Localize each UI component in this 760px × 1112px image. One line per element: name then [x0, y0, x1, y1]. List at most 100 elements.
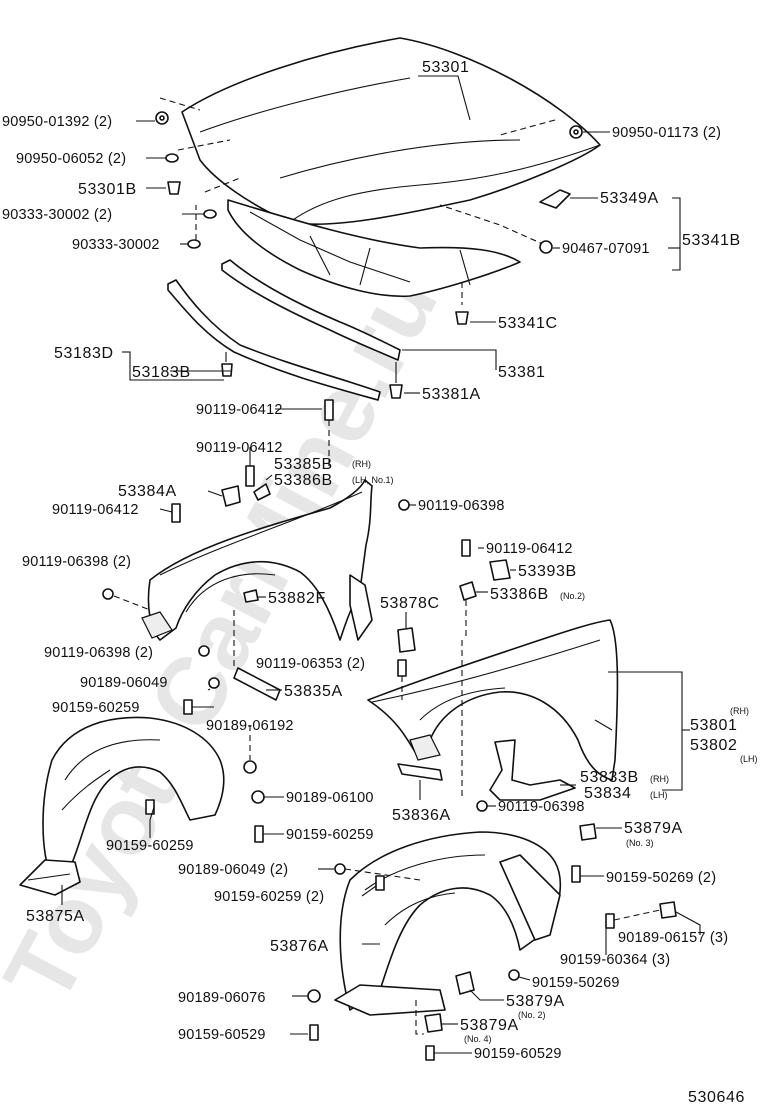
label-53875A: 53875A — [26, 908, 85, 925]
cushion-53341C — [455, 311, 469, 325]
bolt-90119-06412-a — [324, 399, 334, 421]
label-53882F: 53882F — [268, 590, 326, 607]
label-53385B: 53385B — [274, 456, 333, 473]
label-90189-06076: 90189-06076 — [178, 990, 266, 1006]
seal-53381 — [221, 259, 401, 361]
dash-no4 — [415, 1000, 424, 1035]
hood-dashed-leaders — [159, 97, 556, 305]
screw-90159-60364 — [605, 913, 615, 929]
label-90119-06412-b: 90119-06412 — [196, 440, 283, 456]
bracket-53349A — [539, 189, 571, 209]
label-90333-30002: 90333-30002 — [72, 237, 160, 253]
label-lh-3: (LH) — [650, 790, 668, 800]
label-53183B: 53183B — [132, 364, 191, 381]
bolt-90119-06353 — [397, 659, 407, 677]
bolt-90119-06412-b — [245, 465, 255, 487]
bracket-53385B — [253, 483, 271, 501]
label-90159-60364: 90159-60364 (3) — [560, 952, 670, 968]
bolt-90119-06398-a — [398, 499, 410, 511]
fender-liner-front-rh — [19, 716, 225, 896]
bracket-53878C — [397, 627, 416, 653]
clip-53879A-no2 — [455, 971, 475, 995]
dash-06398-2 — [113, 595, 151, 611]
label-90189-06100: 90189-06100 — [286, 790, 374, 806]
clip-53879A-no3 — [579, 823, 597, 841]
screw-90159-60259-c — [254, 825, 264, 843]
label-53349A: 53349A — [600, 190, 659, 207]
bolt-90119-06412-d — [461, 539, 471, 557]
grommet-90333-30002 — [187, 239, 201, 249]
label-53834: 53834 — [584, 785, 632, 802]
stop-53301B — [167, 181, 181, 195]
screw-90159-60259-2 — [375, 875, 385, 891]
label-lh-2: (LH) — [740, 754, 758, 764]
label-90950-01392: 90950-01392 (2) — [2, 114, 112, 130]
grommet-90950-06052 — [165, 153, 179, 163]
clip-53879A-no4 — [424, 1013, 443, 1033]
label-rh-2: (RH) — [730, 706, 749, 716]
label-no2-b: (No. 2) — [518, 1010, 546, 1020]
label-53836A: 53836A — [392, 807, 451, 824]
clip-90189-06157 — [659, 901, 677, 919]
label-90159-60259-b: 90159-60259 — [106, 838, 194, 854]
label-53301B: 53301B — [78, 181, 137, 198]
label-53879A-b: 53879A — [506, 993, 565, 1010]
label-90119-06398-2: 90119-06398 (2) — [22, 554, 131, 570]
figure-id: 530646 — [688, 1089, 745, 1106]
seal-53836A — [397, 763, 443, 781]
label-53802: 53802 — [690, 737, 738, 754]
label-90189-06049-2: 90189-06049 (2) — [178, 862, 288, 878]
label-90159-60259-a: 90159-60259 — [52, 700, 140, 716]
front-fender-53801 — [367, 619, 619, 781]
clip-90189-06192 — [243, 760, 257, 774]
fender-liner-rear-rh — [334, 831, 562, 1016]
label-90119-06412-a: 90119-06412 — [196, 402, 283, 418]
label-90159-50269: 90159-50269 — [532, 975, 620, 991]
screw-90159-60529-b — [425, 1045, 435, 1061]
screw-90159-50269 — [508, 969, 520, 981]
label-53393B: 53393B — [518, 563, 577, 580]
clip-53183B — [221, 363, 233, 377]
label-rh-1: (RH) — [352, 459, 371, 469]
label-90119-06398-a: 90119-06398 — [418, 498, 505, 514]
label-90159-60529-b: 90159-60529 — [474, 1046, 562, 1062]
clip-90189-06049 — [208, 677, 220, 689]
dash-06157 — [613, 909, 661, 921]
label-90159-60259-2: 90159-60259 (2) — [214, 889, 324, 905]
label-53879A-a: 53879A — [624, 820, 683, 837]
clip-90950-01392 — [155, 111, 169, 125]
label-no2-a: (No.2) — [560, 591, 585, 601]
label-90950-01173: 90950-01173 (2) — [612, 125, 721, 141]
nut-90467-07091 — [539, 240, 553, 254]
label-90467-07091: 90467-07091 — [562, 241, 650, 257]
label-90119-06398-b: 90119-06398 — [498, 799, 585, 815]
screw-90159-60259-a — [183, 699, 193, 715]
label-90119-06412-c: 90119-06412 — [52, 502, 139, 518]
bracket-53386B-no2 — [459, 581, 477, 601]
bolt-90119-06398-2 — [102, 588, 114, 600]
grommet-90333-30002-2 — [203, 209, 217, 219]
label-53341C: 53341C — [498, 315, 558, 332]
label-53386B: 53386B — [274, 472, 333, 489]
bolt-90119-06398-2b — [198, 645, 210, 657]
label-90189-06157: 90189-06157 (3) — [618, 930, 728, 946]
clip-90950-01173 — [569, 125, 583, 139]
screw-90159-50269-2 — [571, 865, 581, 883]
label-90119-06353: 90119-06353 (2) — [256, 656, 365, 672]
bracket-53384A — [221, 485, 241, 507]
label-53876A: 53876A — [270, 938, 329, 955]
bolt-90119-06412-c — [171, 503, 181, 523]
label-90189-06049: 90189-06049 — [80, 675, 168, 691]
label-90159-60259-c: 90159-60259 — [286, 827, 374, 843]
label-90189-06192: 90189-06192 — [206, 718, 294, 734]
label-90119-06412-d: 90119-06412 — [486, 541, 573, 557]
labels: 53301 90950-01392 (2) 90950-06052 (2) 53… — [2, 59, 758, 1106]
label-90159-50269-2: 90159-50269 (2) — [606, 870, 716, 886]
label-53301: 53301 — [422, 59, 470, 76]
label-53384A: 53384A — [118, 483, 177, 500]
bolt-90119-06398-b — [476, 800, 488, 812]
clip-53882F — [243, 589, 259, 603]
clip-53381A — [389, 384, 403, 399]
label-rh-3: (RH) — [650, 774, 669, 784]
